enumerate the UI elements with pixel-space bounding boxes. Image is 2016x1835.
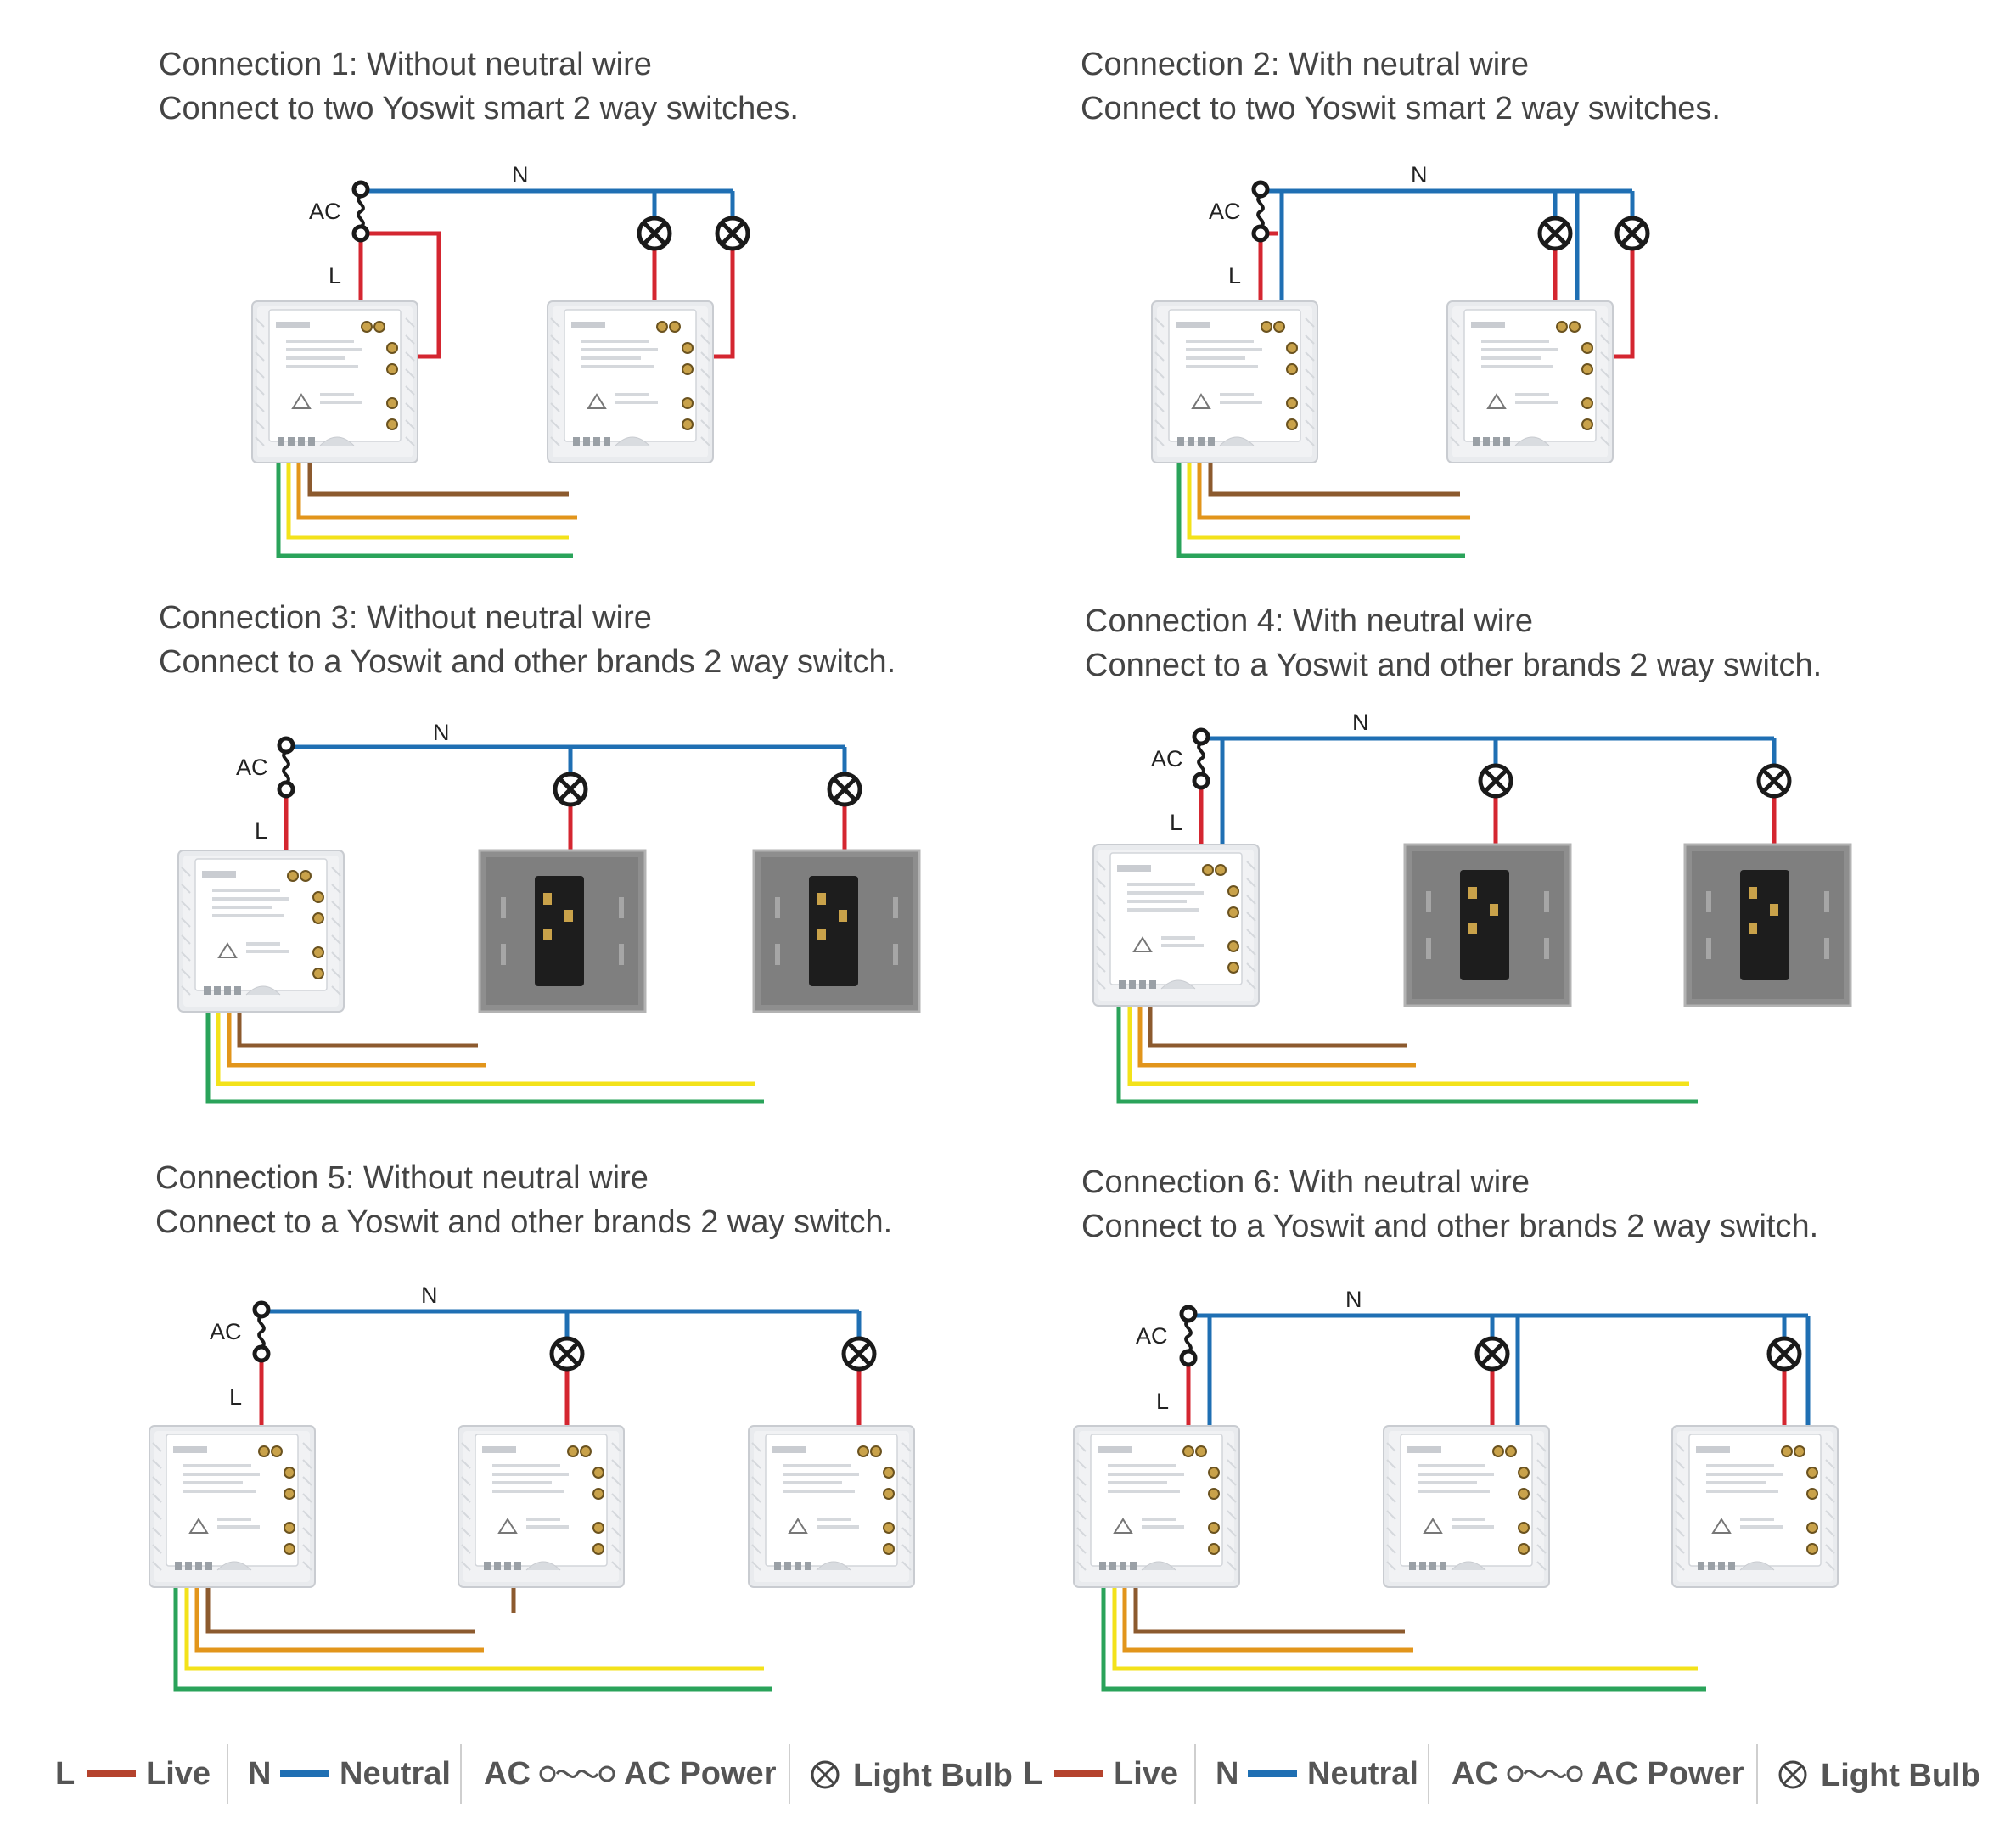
section-1-title: Connection 1: Without neutral wire (159, 47, 652, 82)
light-bulb-icon (1778, 1760, 1807, 1789)
ac-label: AC (210, 1319, 242, 1344)
legend-ac-key: AC (1452, 1756, 1498, 1792)
legend-ac-key: AC (484, 1756, 531, 1792)
section-5-title: Connection 5: Without neutral wire (155, 1160, 649, 1196)
legend-neutral-text: Neutral (340, 1756, 451, 1792)
legend-live-text: Live (1114, 1756, 1178, 1792)
live-label: L (329, 263, 341, 289)
connection-2-diagram: AC N L (1151, 162, 1648, 558)
live-swatch (87, 1770, 136, 1777)
section-1-subtitle: Connect to two Yoswit smart 2 way switch… (159, 91, 799, 126)
legend-bulb-text: Light Bulb (1821, 1758, 1980, 1793)
section-2-caption: Connection 2: With neutral wire Connect … (1081, 42, 1721, 131)
connection-6-diagram: AC N L (1073, 1287, 1839, 1692)
ac-label: AC (309, 199, 341, 224)
section-3-subtitle: Connect to a Yoswit and other brands 2 w… (159, 644, 896, 680)
ac-label: AC (1136, 1323, 1168, 1349)
section-4-title: Connection 4: With neutral wire (1085, 603, 1534, 639)
legend-left: L Live N Neutral AC AC Power Light Bulb (55, 1744, 1013, 1804)
legend-live-key: L (55, 1756, 75, 1792)
legend-neutral-text: Neutral (1307, 1756, 1418, 1792)
live-label: L (1170, 810, 1182, 835)
ac-symbol-icon (1507, 1765, 1583, 1782)
live-label: L (229, 1384, 242, 1410)
ac-label: AC (1209, 199, 1241, 224)
neutral-label: N (512, 162, 529, 188)
legend-bulb-text: Light Bulb (853, 1758, 1013, 1793)
section-1-caption: Connection 1: Without neutral wire Conne… (159, 42, 799, 131)
ac-label: AC (1151, 746, 1183, 772)
neutral-swatch (1248, 1770, 1297, 1777)
legend-ac-text: AC Power (624, 1756, 777, 1792)
section-6-title: Connection 6: With neutral wire (1081, 1164, 1530, 1200)
live-label: L (255, 818, 267, 844)
section-3-title: Connection 3: Without neutral wire (159, 600, 652, 636)
light-bulb-icon (811, 1760, 840, 1789)
section-4-subtitle: Connect to a Yoswit and other brands 2 w… (1085, 648, 1822, 683)
neutral-swatch (280, 1770, 329, 1777)
legend-ac-text: AC Power (1592, 1756, 1744, 1792)
neutral-label: N (1411, 162, 1428, 188)
legend-right: L Live N Neutral AC AC Power Light Bulb (1023, 1744, 1980, 1804)
ac-symbol-icon (539, 1765, 615, 1782)
connection-1-diagram: AC N L (251, 162, 748, 558)
legend-live-text: Live (146, 1756, 211, 1792)
section-3-caption: Connection 3: Without neutral wire Conne… (159, 596, 896, 684)
section-5-caption: Connection 5: Without neutral wire Conne… (155, 1156, 892, 1244)
neutral-label: N (1352, 710, 1369, 735)
connection-3-diagram: AC N L (177, 720, 921, 1104)
legend-live-key: L (1023, 1756, 1042, 1792)
live-swatch (1054, 1770, 1103, 1777)
connection-5-diagram: AC N L (149, 1282, 915, 1692)
live-label: L (1228, 263, 1241, 289)
section-6-caption: Connection 6: With neutral wire Connect … (1081, 1160, 1818, 1249)
section-2-title: Connection 2: With neutral wire (1081, 47, 1530, 82)
neutral-label: N (421, 1282, 438, 1308)
section-2-subtitle: Connect to two Yoswit smart 2 way switch… (1081, 91, 1721, 126)
legend-neutral-key: N (1216, 1756, 1238, 1792)
connection-4-diagram: AC N L (1092, 710, 1852, 1104)
live-label: L (1156, 1389, 1169, 1414)
section-4-caption: Connection 4: With neutral wire Connect … (1085, 599, 1822, 687)
neutral-label: N (1345, 1287, 1362, 1312)
legend-neutral-key: N (248, 1756, 271, 1792)
section-6-subtitle: Connect to a Yoswit and other brands 2 w… (1081, 1209, 1819, 1244)
neutral-label: N (433, 720, 450, 745)
ac-label: AC (236, 755, 268, 780)
section-5-subtitle: Connect to a Yoswit and other brands 2 w… (155, 1204, 893, 1240)
